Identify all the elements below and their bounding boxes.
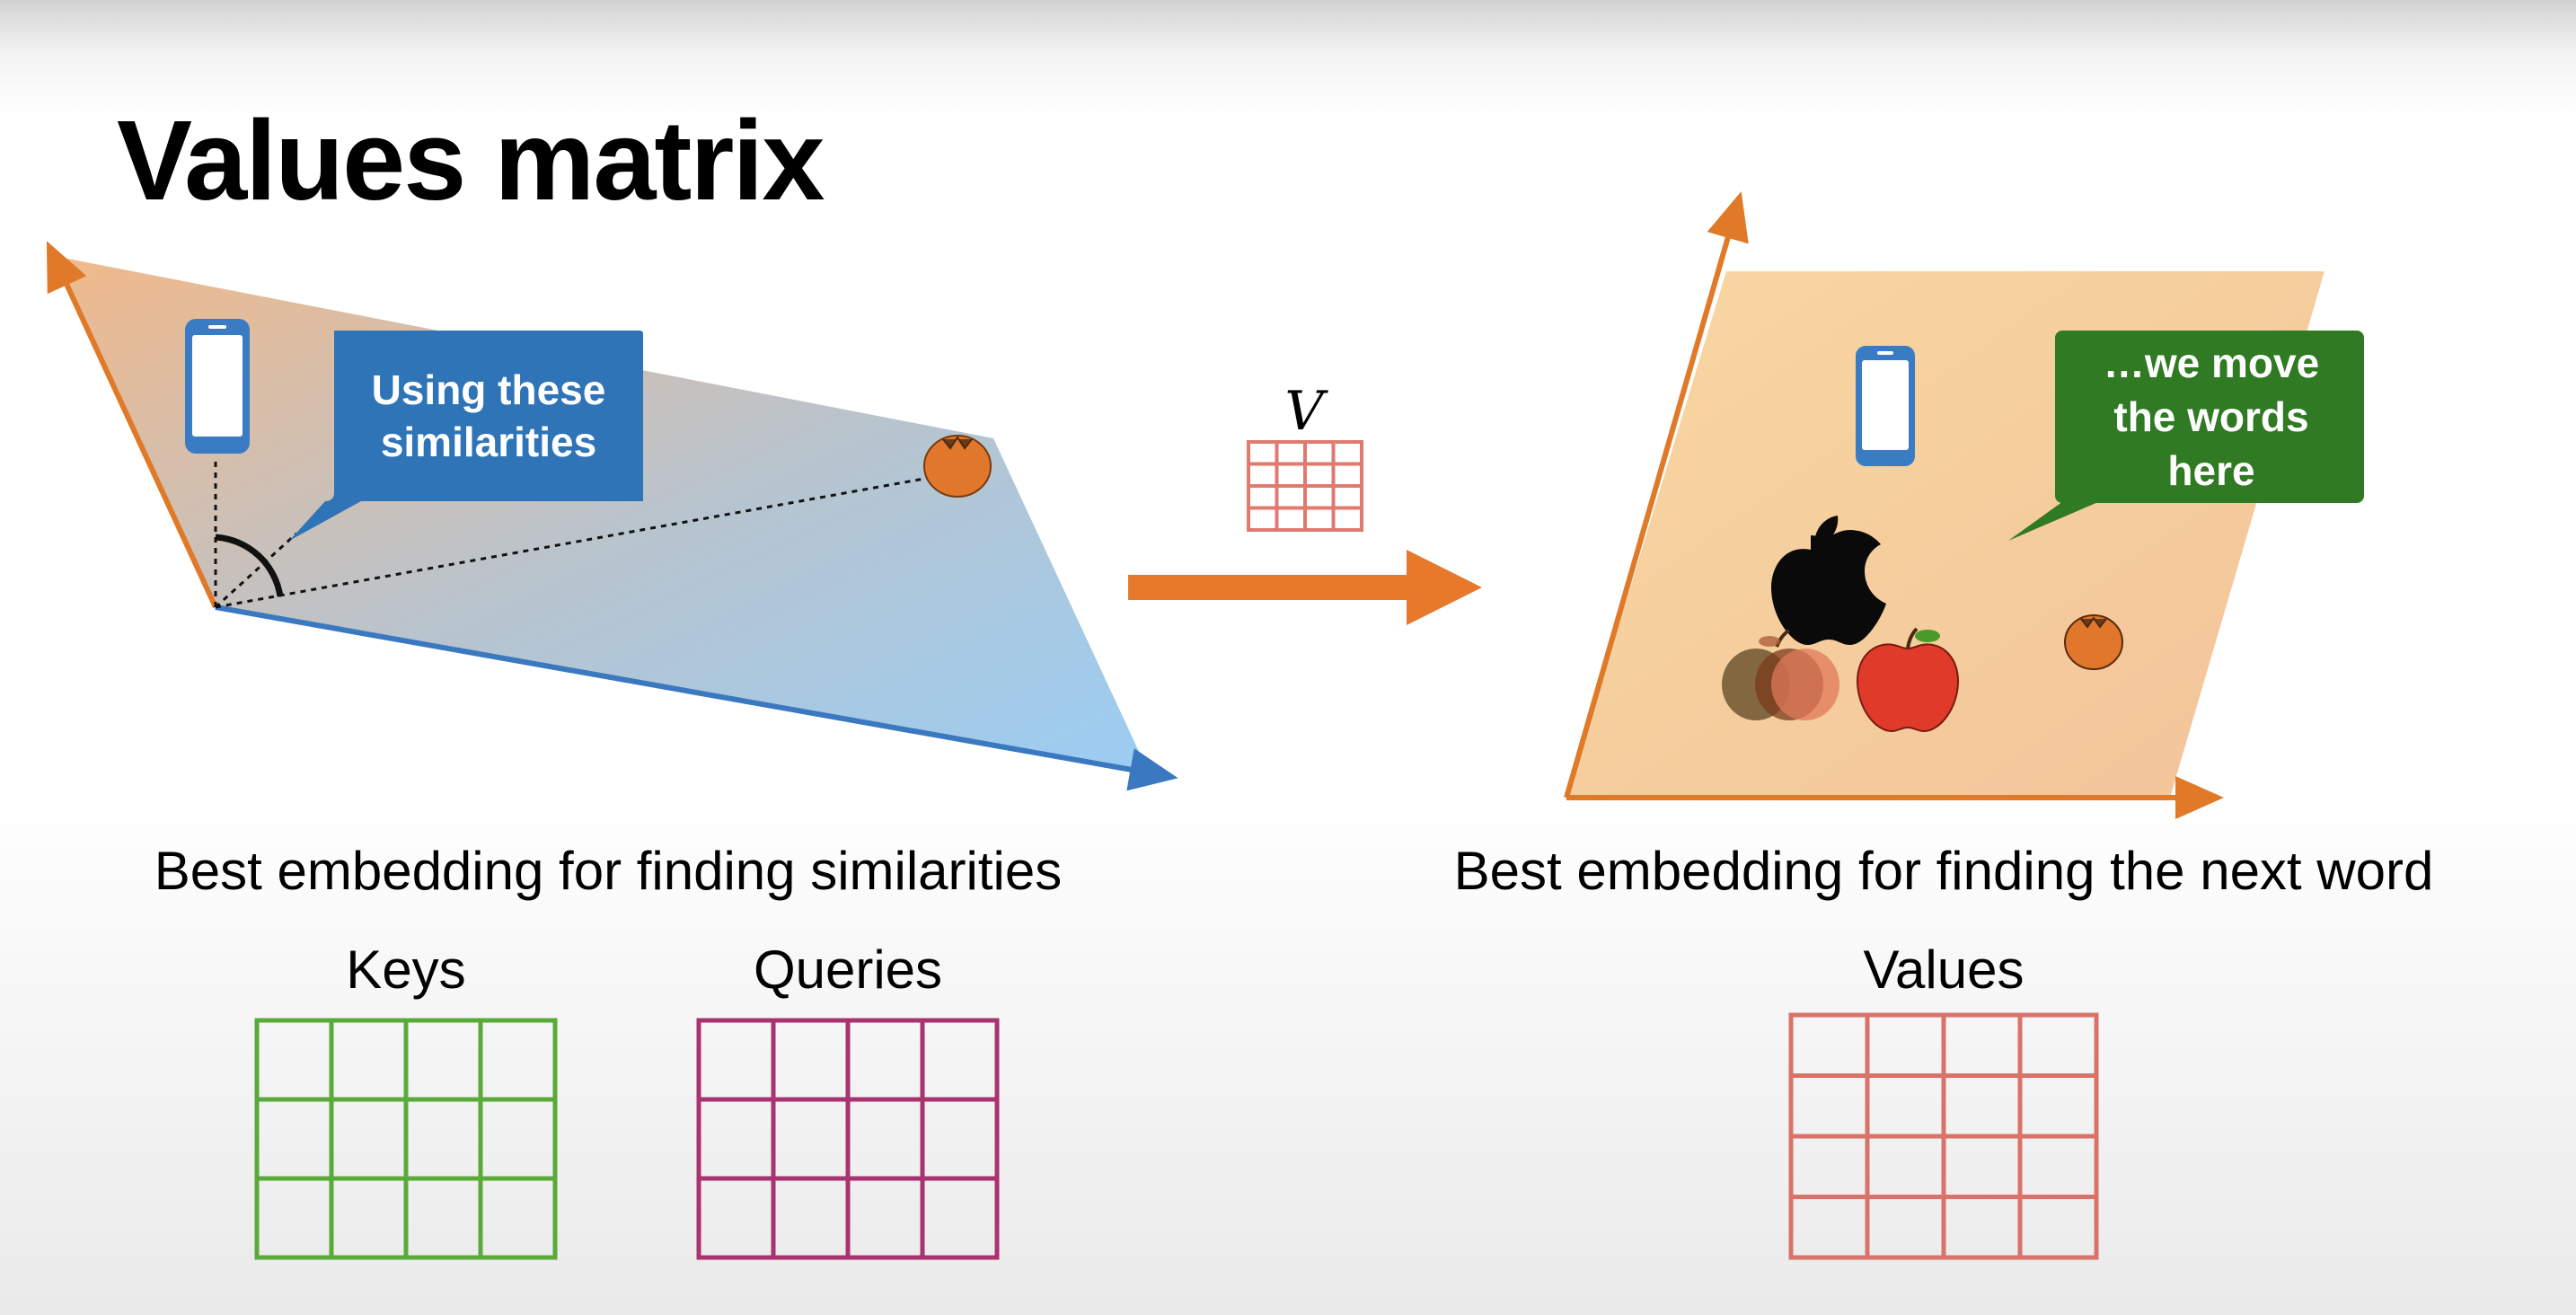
left-bubble-line-2: similarities: [381, 419, 596, 465]
right-y-axis: [1564, 190, 1749, 799]
angle-arc: [215, 534, 284, 597]
left-embedding-plane: [46, 241, 1178, 791]
transform-arrow: [1128, 550, 1482, 625]
phone-icon: [1856, 346, 1915, 466]
orange-icon: [923, 435, 992, 498]
v-matrix-label: V: [1284, 380, 1328, 443]
slide-title: Values matrix: [117, 97, 825, 224]
similarities-speech-bubble: Using these similarities: [289, 331, 643, 541]
dotted-line-orange: [215, 474, 940, 609]
keys-matrix: [254, 1018, 558, 1260]
keys-label: Keys: [346, 940, 465, 1000]
values-label: Values: [1863, 940, 2024, 1000]
left-x-axis: [215, 605, 1178, 791]
right-bubble-line-1: …we move: [2104, 340, 2319, 386]
red-apple-icon: [1856, 627, 1960, 733]
left-y-axis: [46, 241, 218, 609]
queries-label: Queries: [754, 940, 942, 1000]
left-caption: Best embedding for finding similarities: [154, 841, 1062, 901]
orange-icon: [2064, 614, 2123, 670]
right-caption: Best embedding for finding the next word: [1454, 841, 2434, 901]
move-words-speech-bubble: …we move the words here: [2008, 331, 2364, 541]
left-bubble-line-1: Using these: [372, 366, 606, 413]
queries-matrix: [696, 1018, 1000, 1260]
right-bubble-line-2: the words: [2113, 393, 2308, 440]
right-bubble-line-3: here: [2167, 447, 2254, 494]
apple-logo-icon: [1771, 516, 1886, 645]
v-matrix-icon: [1247, 440, 1363, 532]
dotted-line-bubble: [214, 532, 298, 609]
phone-icon: [185, 319, 250, 454]
faded-apple-icon: [1722, 629, 1839, 720]
values-matrix: [1788, 1012, 2099, 1260]
